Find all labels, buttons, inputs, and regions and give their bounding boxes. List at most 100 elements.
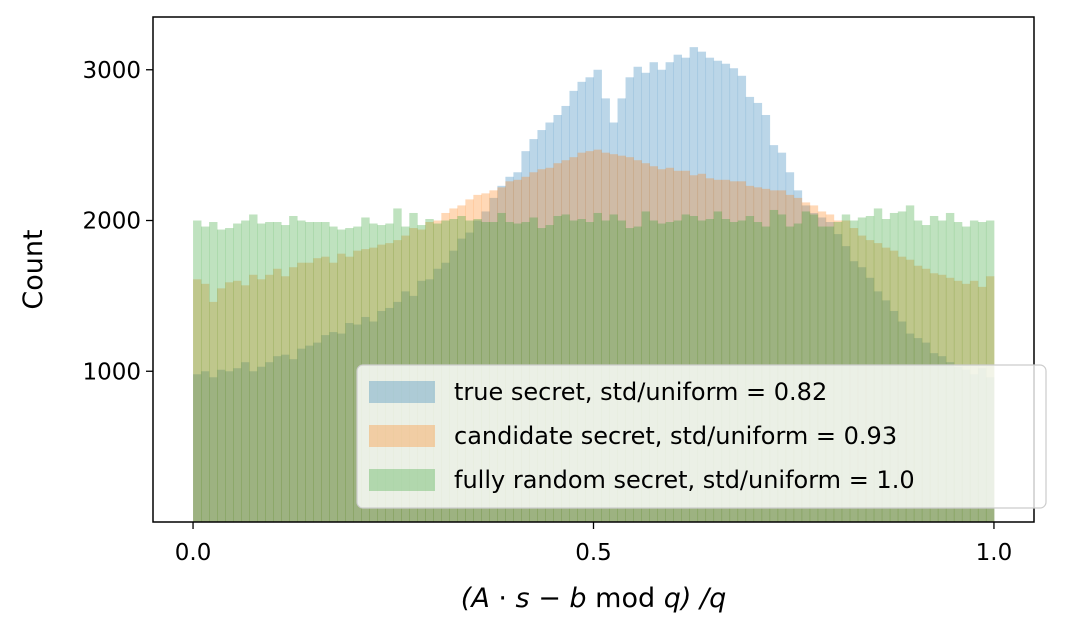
histogram-bar xyxy=(721,63,731,522)
histogram-bar xyxy=(233,368,242,522)
histogram-bar xyxy=(713,179,723,522)
histogram-bar xyxy=(505,181,514,522)
histogram-bar xyxy=(777,152,787,523)
y-axis-label: Count xyxy=(18,229,49,309)
histogram-bar xyxy=(281,354,290,522)
histogram-bar xyxy=(705,57,715,522)
histogram-bar xyxy=(497,185,506,522)
histogram-bar xyxy=(673,54,682,522)
histogram-bar xyxy=(465,199,474,522)
histogram-bar xyxy=(457,205,466,522)
histogram-bar xyxy=(585,77,594,523)
histogram-bar xyxy=(609,122,618,523)
histogram-bar xyxy=(537,130,546,522)
histogram-bar xyxy=(681,170,691,522)
legend-box xyxy=(356,364,1047,509)
histogram-bar xyxy=(233,280,242,522)
histogram-bar xyxy=(569,157,578,522)
histogram-bar xyxy=(321,222,330,522)
histogram-bar xyxy=(689,175,699,522)
histogram-bar xyxy=(521,151,530,522)
histogram-bar xyxy=(209,301,218,522)
legend-entry-label: candidate secret, std/uniform = 0.93 xyxy=(454,422,897,450)
histogram-bar xyxy=(289,267,298,522)
y-tick-label: 3000 xyxy=(82,58,141,84)
histogram-bar xyxy=(689,47,699,523)
histogram-bar xyxy=(785,172,795,522)
histogram-bar xyxy=(505,176,514,523)
histogram-bar xyxy=(273,268,282,522)
histogram-bar xyxy=(209,377,218,522)
histogram-bar xyxy=(305,345,314,522)
histogram-bar xyxy=(673,170,682,522)
x-tick-label: 0.0 xyxy=(175,540,212,566)
histogram-bar xyxy=(489,190,498,523)
histogram-bar xyxy=(561,105,570,522)
histogram-bar xyxy=(545,167,554,522)
histogram-bar xyxy=(225,228,234,523)
histogram-bar xyxy=(561,160,570,522)
legend-entry-label: true secret, std/uniform = 0.82 xyxy=(454,378,827,406)
legend-swatch xyxy=(369,381,435,403)
histogram-bar xyxy=(305,222,314,522)
histogram-bar xyxy=(553,114,562,523)
histogram-bar xyxy=(265,222,274,522)
histogram-bar xyxy=(657,69,666,522)
legend: true secret, std/uniform = 0.82 candidate… xyxy=(356,364,1047,509)
histogram-bar xyxy=(569,90,578,523)
histogram-bar xyxy=(513,172,522,522)
histogram-bar xyxy=(609,154,618,522)
histogram-bar xyxy=(337,229,346,523)
histogram-bar xyxy=(753,102,763,523)
histogram-bar xyxy=(713,60,723,522)
histogram-bar xyxy=(481,193,490,522)
histogram-bar xyxy=(729,68,739,522)
histogram-bar xyxy=(201,283,210,522)
histogram-bar xyxy=(209,222,218,522)
histogram-bar xyxy=(281,225,290,522)
histogram-bar xyxy=(697,173,707,522)
histogram-bar xyxy=(769,145,779,522)
histogram-bar xyxy=(249,214,258,523)
histogram-bar xyxy=(769,190,779,523)
histogram-bar xyxy=(793,197,803,522)
histogram-bar xyxy=(241,220,250,522)
histogram-bar xyxy=(641,72,650,522)
histogram-bar xyxy=(217,369,226,522)
histogram-bar xyxy=(633,160,642,522)
histogram-bar xyxy=(649,62,658,522)
histogram-bar xyxy=(257,366,266,522)
histogram-bar xyxy=(225,371,234,522)
histogram-bar xyxy=(793,190,803,523)
histogram-bar xyxy=(601,98,610,523)
y-tick-label: 1000 xyxy=(82,359,141,385)
histogram-bar xyxy=(257,279,266,522)
histogram-bar xyxy=(329,226,338,523)
histogram-bar xyxy=(497,187,506,522)
histogram-bar xyxy=(201,226,210,523)
histogram-bar xyxy=(761,188,771,522)
histogram-bar xyxy=(785,194,795,522)
histogram-bar xyxy=(313,222,322,522)
legend-swatch xyxy=(369,469,435,491)
histogram-bar xyxy=(345,256,354,522)
histogram-bar xyxy=(249,274,258,522)
histogram-bar xyxy=(201,371,210,522)
histogram-bar xyxy=(321,335,330,522)
histogram-bar xyxy=(737,181,747,522)
histogram-bar xyxy=(545,122,554,523)
histogram-bar xyxy=(593,69,602,522)
histogram-bar xyxy=(617,98,626,523)
histogram-bar xyxy=(217,288,226,522)
histogram-bar xyxy=(537,169,546,522)
histogram-bar xyxy=(273,222,282,522)
histogram-bar xyxy=(729,181,739,522)
histogram-bar xyxy=(529,139,538,522)
histogram-bar xyxy=(297,262,306,522)
histogram-bar xyxy=(289,215,298,523)
x-tick-label: 0.5 xyxy=(575,540,612,566)
x-tick-label: 1.0 xyxy=(976,540,1013,566)
x-axis-label: (A · s − b mod q) /q xyxy=(461,583,726,614)
